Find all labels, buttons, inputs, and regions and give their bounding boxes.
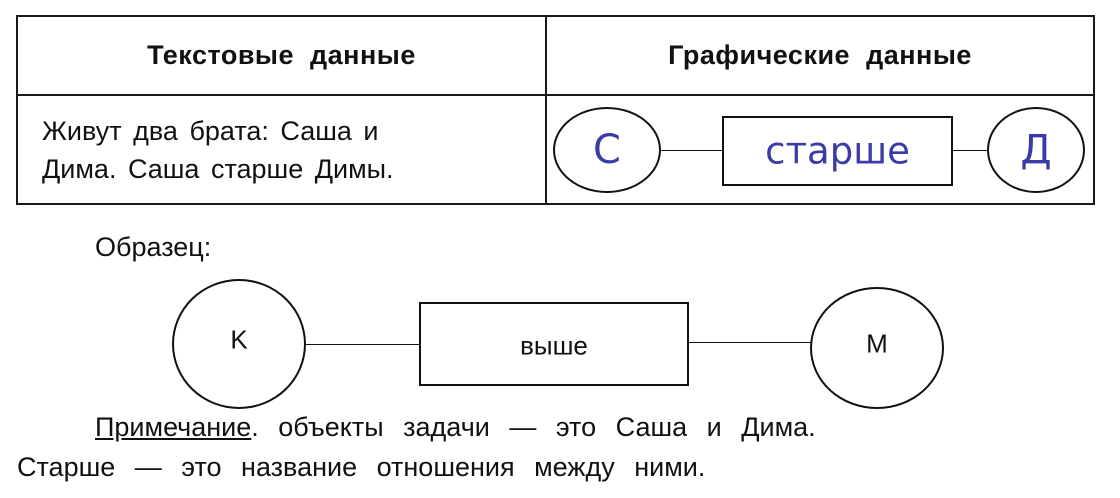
table-header-row: Текстовые данные Графические данные	[16, 15, 1095, 96]
sample-label: Образец:	[95, 232, 212, 262]
sample-relation-label: выше	[520, 330, 588, 361]
graph-node-left-label: С	[593, 127, 621, 173]
sample-node-left: K	[172, 279, 306, 409]
graph-node-left: С	[553, 107, 661, 193]
sample-node-right-label: M	[866, 328, 888, 359]
text-data-line-1: Живут два брата: Саша и	[42, 115, 379, 146]
sample-relation-box: выше	[419, 302, 689, 386]
note-line-2: Старше — это название отношения между ни…	[17, 452, 706, 482]
text-data-line-2: Дима. Саша старше Димы.	[42, 153, 394, 184]
text-data-cell: Живут два брата: Саша и Дима. Саша старш…	[16, 94, 547, 205]
graph-connector-left	[658, 150, 724, 151]
table-body-row: Живут два брата: Саша и Дима. Саша старш…	[16, 94, 1095, 205]
sample-connector-right	[686, 342, 814, 343]
graph-relation-box: старше	[722, 116, 953, 186]
data-table: Текстовые данные Графические данные Живу…	[16, 15, 1095, 205]
graph-relation-label: старше	[765, 129, 910, 173]
sample-node-left-label: K	[230, 324, 248, 355]
sample-connector-left	[304, 344, 422, 345]
graph-node-right-label: Д	[1020, 127, 1052, 173]
graph-node-right: Д	[987, 107, 1085, 193]
graphic-data-cell: С старше Д	[545, 94, 1095, 205]
note-line-1: Примечание. объекты задачи — это Саша и …	[95, 412, 816, 443]
header-graphic-data: Графические данные	[545, 15, 1095, 96]
header-text-data: Текстовые данные	[16, 15, 547, 96]
sample-node-right: M	[810, 287, 944, 409]
graph-connector-right	[951, 150, 991, 151]
note-title: Примечание	[95, 412, 252, 442]
note-line-1-rest: . объекты задачи — это Саша и Дима.	[251, 412, 816, 442]
